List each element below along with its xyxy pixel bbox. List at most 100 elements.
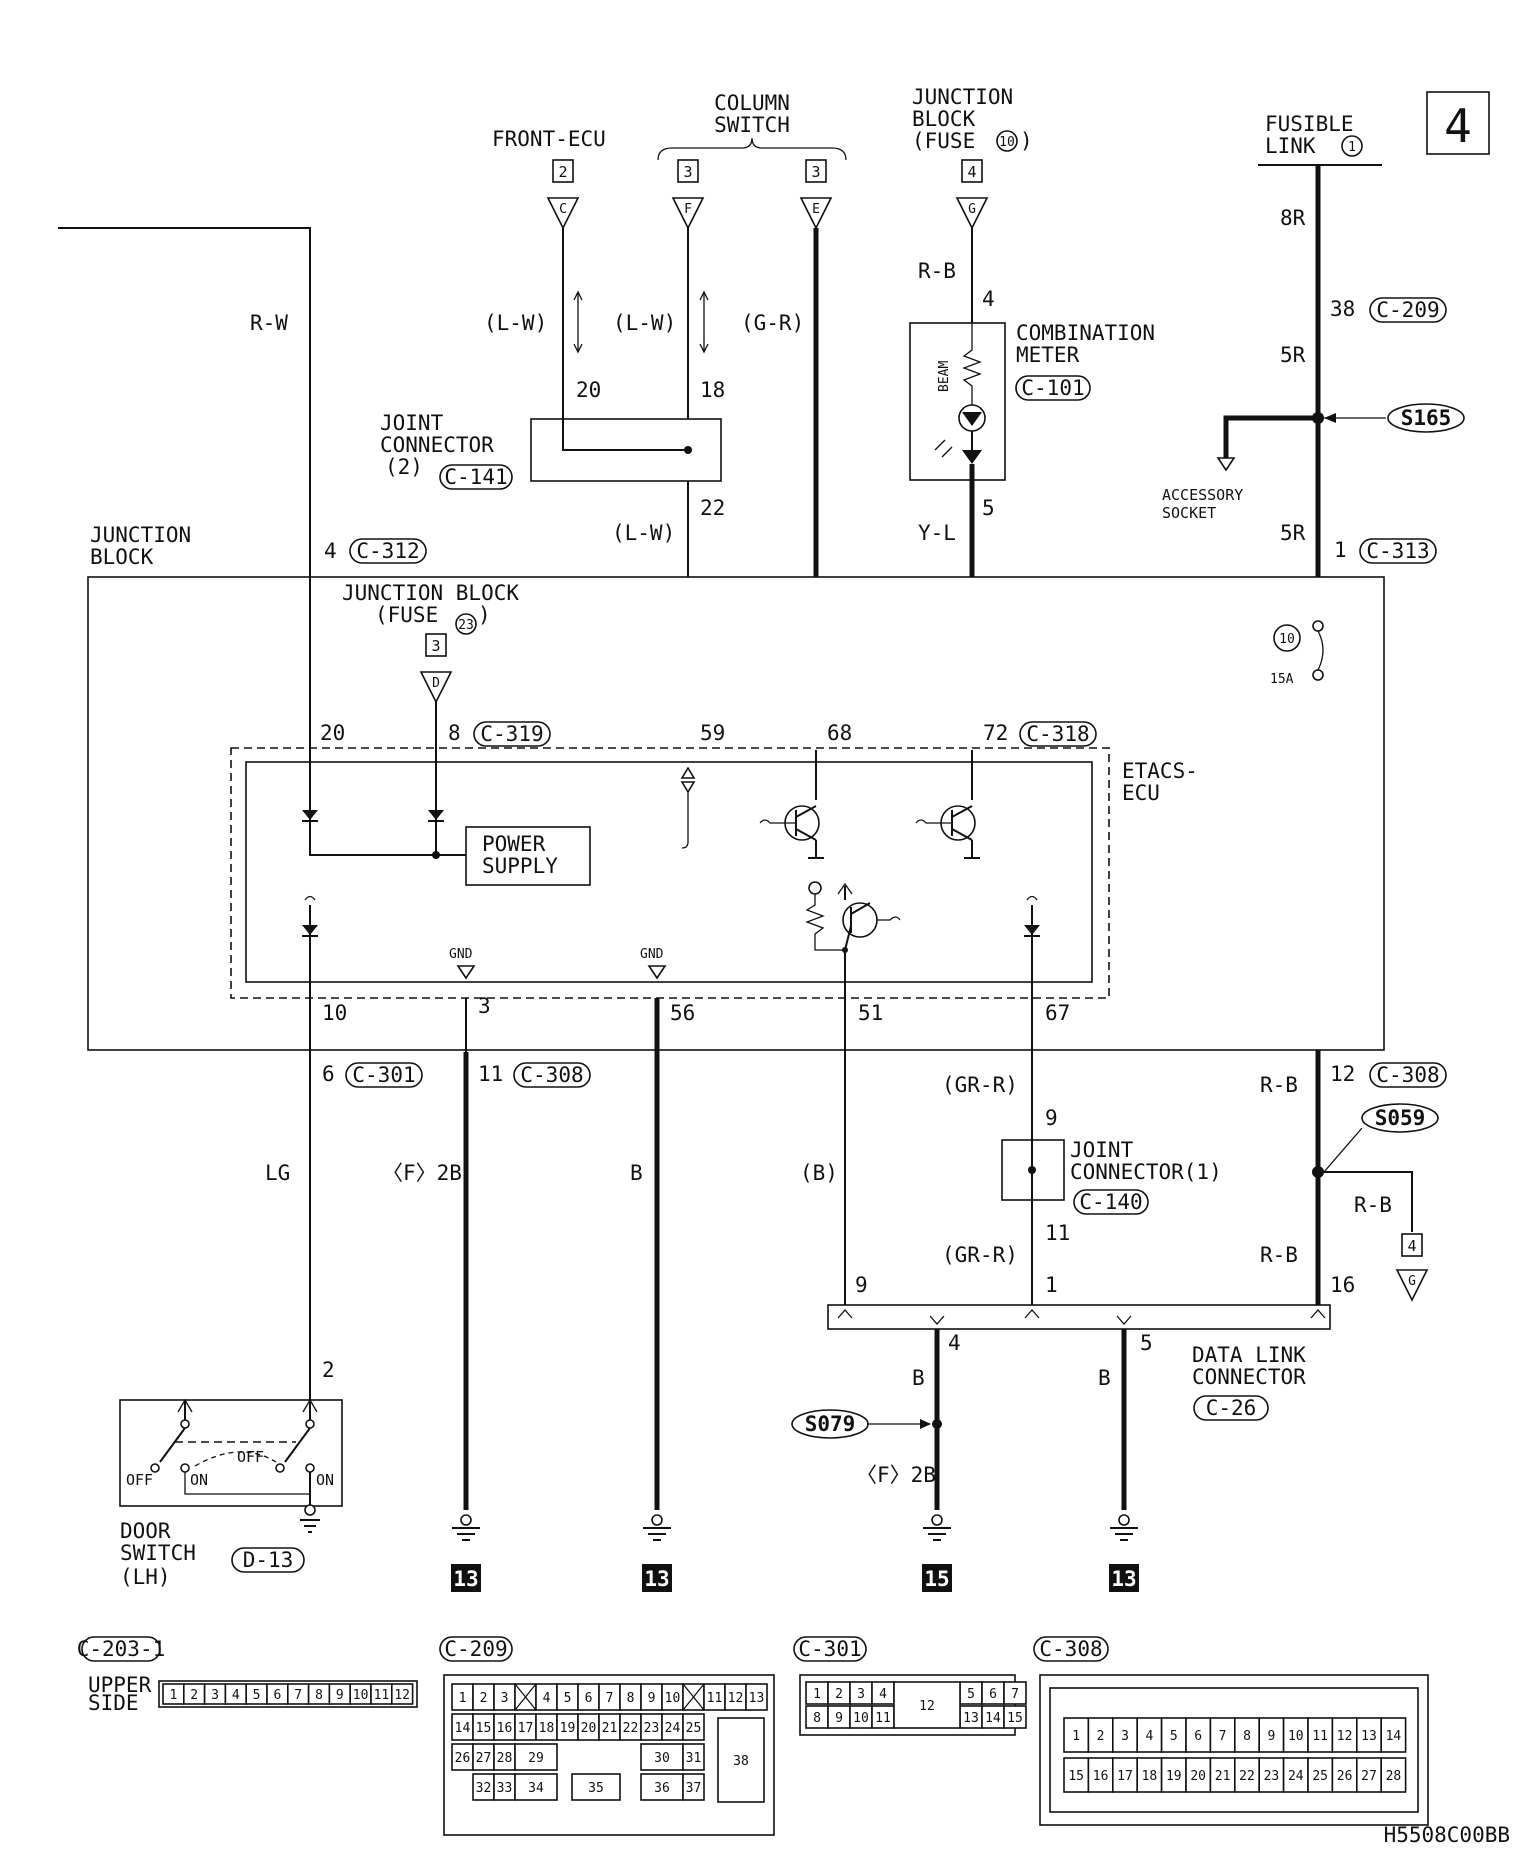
sheet-ref: 2 xyxy=(558,163,567,181)
connector-pin-number: 36 xyxy=(654,1781,670,1796)
connector-pin-number: 1 xyxy=(813,1687,821,1702)
label: JUNCTION xyxy=(912,85,1013,109)
etacs-ecu-inner xyxy=(245,761,1093,983)
splice-id: S079 xyxy=(805,1412,856,1436)
connector-pin-number: 5 xyxy=(253,1688,261,1703)
label: COMBINATION xyxy=(1016,321,1155,345)
connector-pin-number: 31 xyxy=(686,1751,702,1766)
wire-label: (GR-R) xyxy=(942,1073,1018,1097)
wire-label: 8R xyxy=(1280,206,1306,230)
connector-pin-number: 18 xyxy=(1142,1769,1158,1784)
column-switch-label-1: COLUMN xyxy=(714,91,790,115)
connector-pin-number: 30 xyxy=(654,1751,670,1766)
connector-pin-number: 29 xyxy=(528,1751,544,1766)
connector-pin-number: 15 xyxy=(1007,1711,1023,1726)
connector-pin-cell xyxy=(1209,1717,1236,1753)
connector-pin-number: 20 xyxy=(581,1721,597,1736)
connector-pin-cell xyxy=(717,1717,765,1803)
connector-pin-number: 9 xyxy=(648,1691,656,1706)
wire-label: (L-W) xyxy=(613,311,676,335)
connector-pin-number: 16 xyxy=(1093,1769,1109,1784)
label: UPPER xyxy=(88,1673,152,1697)
connector-view-title: C-209 xyxy=(444,1637,507,1661)
wire-label: 〈F〉2B xyxy=(382,1161,462,1185)
power-supply-box xyxy=(465,826,591,886)
connector-pin-cell xyxy=(1136,1717,1163,1753)
connector-pin-number: 27 xyxy=(1361,1769,1377,1784)
connector-pin-number: 26 xyxy=(1337,1769,1353,1784)
label: (FUSE xyxy=(375,603,438,627)
connector-pin-number: 8 xyxy=(315,1688,323,1703)
connector-pin-number: 25 xyxy=(686,1721,702,1736)
ground-ref: 13 xyxy=(644,1567,669,1591)
connector-pin-number: 15 xyxy=(1068,1769,1084,1784)
connector-pin-number: 8 xyxy=(813,1711,821,1726)
label: (FUSE xyxy=(912,129,975,153)
connector-pin-number: 4 xyxy=(543,1691,551,1706)
fuse-number: 23 xyxy=(458,618,474,633)
gnd-label: GND xyxy=(449,947,473,962)
connector-pin-number: 2 xyxy=(190,1688,198,1703)
connector-pin-number: 12 xyxy=(728,1691,744,1706)
pin: 4 xyxy=(982,287,995,311)
connector-pin-number: 17 xyxy=(518,1721,534,1736)
label: POWER xyxy=(482,832,546,856)
connector-pin-number: 10 xyxy=(353,1688,369,1703)
connector-letter: F xyxy=(684,202,692,217)
pin: 22 xyxy=(700,496,725,520)
label: (2) xyxy=(385,455,423,479)
wire-label: B xyxy=(630,1161,643,1185)
ground-13-b: 13 xyxy=(642,1514,672,1592)
pin: 12 xyxy=(1330,1062,1355,1086)
label: DOOR xyxy=(120,1519,171,1543)
connector-pin-number: 21 xyxy=(602,1721,618,1736)
gnd-label: GND xyxy=(640,947,664,962)
ground-ref: 15 xyxy=(924,1567,949,1591)
connector-pin-number: 26 xyxy=(455,1751,471,1766)
connector-pin-number: 28 xyxy=(1386,1769,1402,1784)
connector-pin-number: 6 xyxy=(989,1687,997,1702)
connector-pin-cell xyxy=(745,1683,768,1711)
blank-cavity-mark xyxy=(514,1683,537,1711)
label: SUPPLY xyxy=(482,854,558,878)
wire-label: Y-L xyxy=(918,521,956,545)
connector-id: C-313 xyxy=(1366,539,1429,563)
connector-pin-cell xyxy=(1356,1757,1383,1793)
splice-id: S059 xyxy=(1375,1106,1426,1130)
connector-pin-number: 4 xyxy=(879,1687,887,1702)
pin: 6 xyxy=(322,1062,335,1086)
wire-label: (L-W) xyxy=(612,521,675,545)
label: ETACS- xyxy=(1122,759,1198,783)
connector-pin-number: 33 xyxy=(497,1781,513,1796)
connector-pin-cell xyxy=(390,1683,414,1705)
connector-pin-number: 12 xyxy=(394,1688,410,1703)
label: CONNECTOR xyxy=(380,433,494,457)
connector-pin-cell xyxy=(682,1773,705,1801)
connector-pin-number: 3 xyxy=(501,1691,509,1706)
connector-pin-cell xyxy=(1380,1717,1407,1753)
connector-pin-number: 7 xyxy=(1219,1729,1227,1744)
connector-letter: D xyxy=(432,676,440,691)
connector-pin-number: 9 xyxy=(835,1711,843,1726)
connector-letter: E xyxy=(812,202,820,217)
connector-pin-cell xyxy=(640,1773,684,1801)
page-number: 4 xyxy=(1444,99,1472,153)
sheet-ref-box xyxy=(552,159,574,183)
connector-pin-number: 4 xyxy=(1145,1729,1153,1744)
pin: 51 xyxy=(858,1001,883,1025)
wire-label: R-B xyxy=(1354,1193,1392,1217)
fuse-number: 10 xyxy=(999,135,1015,150)
connector-pin-number: 21 xyxy=(1215,1769,1231,1784)
pin: 1 xyxy=(1045,1273,1058,1297)
connector-pin-number: 3 xyxy=(211,1688,219,1703)
connector-pin-number: 14 xyxy=(1386,1729,1402,1744)
wire-label: 5R xyxy=(1280,521,1306,545)
etacs-ecu-outline xyxy=(230,747,1110,999)
pin: 10 xyxy=(322,1001,347,1025)
wire-label-rw: R-W xyxy=(250,311,288,335)
pin: 4 xyxy=(948,1331,961,1355)
svg-text:): ) xyxy=(478,603,491,627)
